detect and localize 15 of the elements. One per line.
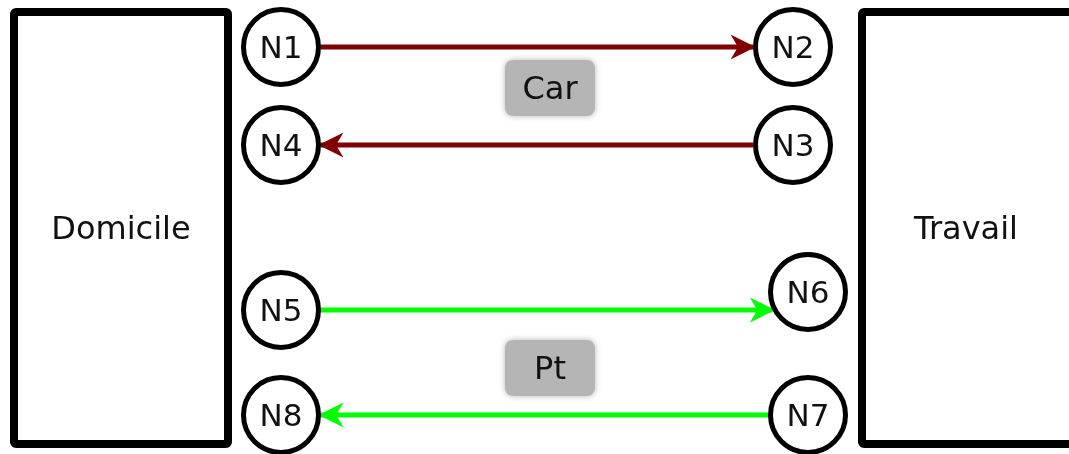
location-box <box>858 8 1069 448</box>
node-label: N2 <box>771 29 815 65</box>
node-label: N4 <box>259 127 303 163</box>
arrow <box>321 297 775 323</box>
location-box <box>10 8 232 448</box>
node-label: N7 <box>786 397 830 433</box>
node-label: N3 <box>771 127 815 163</box>
node-label: Domicile <box>51 209 191 247</box>
group-label: Pt <box>505 340 595 396</box>
group-label: Car <box>505 60 595 116</box>
node-label: N8 <box>259 397 303 433</box>
node-label: N6 <box>786 274 830 310</box>
node-label: Travail <box>914 209 1018 247</box>
node-label: N1 <box>259 29 303 65</box>
node-label: N5 <box>259 292 303 328</box>
